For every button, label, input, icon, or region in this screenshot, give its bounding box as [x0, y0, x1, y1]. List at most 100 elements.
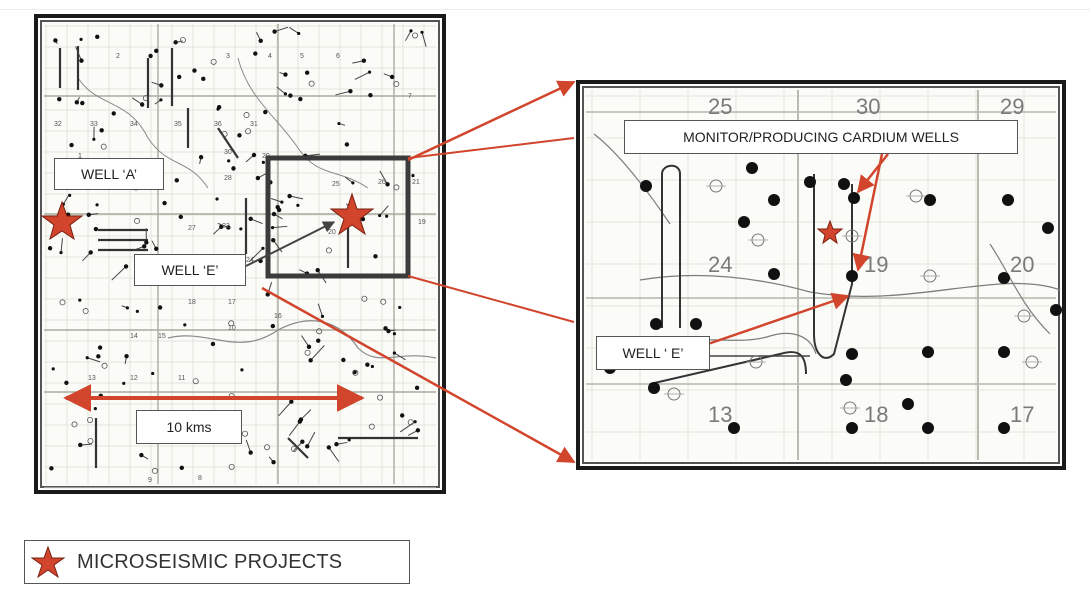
well-dot: [192, 68, 197, 73]
well-dot: [142, 244, 147, 249]
well-dot: [216, 107, 220, 111]
section-number: 31: [250, 121, 258, 128]
section-number: 33: [90, 121, 98, 128]
well-dot: [804, 176, 816, 188]
well-symbol: [133, 217, 140, 224]
well-dot: [154, 48, 159, 54]
well-dot: [123, 264, 129, 269]
well-dot: [144, 240, 149, 245]
well-dot: [47, 246, 53, 251]
top-divider: [0, 9, 1090, 10]
well-dot: [378, 213, 382, 218]
well-symbol: [228, 393, 235, 400]
road-line: [989, 243, 1051, 335]
well-dot: [74, 100, 79, 105]
well-dot: [92, 137, 96, 141]
section-number: 21: [412, 179, 420, 186]
well-path: [245, 439, 252, 453]
well-dot: [263, 109, 268, 115]
well-dot: [68, 193, 72, 197]
section-number: 28: [224, 175, 232, 182]
label-scale: 10 kms: [136, 410, 242, 444]
section-number: 18: [188, 299, 196, 306]
well-dot: [385, 214, 389, 218]
well-dot: [998, 346, 1010, 358]
well-dot: [383, 326, 388, 331]
well-dot: [738, 216, 750, 228]
well-path: [288, 26, 299, 34]
well-dot: [648, 382, 660, 394]
star-icon: [25, 541, 71, 583]
well-symbol: [87, 416, 94, 423]
well-dot: [159, 98, 163, 102]
well-dot: [271, 211, 277, 217]
well-symbol: [71, 421, 78, 428]
well-dot: [303, 153, 308, 159]
well-path: [272, 225, 288, 229]
well-symbol: [242, 430, 249, 437]
well-dot: [261, 160, 265, 164]
label-well-e: WELL ‘E’: [134, 254, 246, 286]
well-dot: [79, 37, 83, 42]
well-symbol: [325, 247, 332, 254]
well-dot: [53, 38, 58, 43]
well-dot: [768, 194, 780, 206]
well-dot: [98, 393, 103, 399]
well-dot: [65, 212, 71, 217]
well-dot: [326, 445, 332, 450]
well-symbol: [100, 143, 107, 150]
well-trajectory: [661, 164, 681, 328]
well-symbol: [210, 58, 217, 65]
well-dot: [298, 96, 303, 102]
well-dot: [392, 351, 396, 355]
well-dot: [398, 305, 402, 310]
well-dot: [154, 246, 159, 251]
section-number: 1: [78, 153, 82, 160]
well-dot: [341, 357, 346, 363]
well-symbol: [228, 320, 235, 327]
well-symbol: [304, 349, 311, 356]
well-dot: [361, 58, 367, 63]
well-dot: [848, 192, 860, 204]
well-dot: [173, 40, 178, 45]
well-dot: [97, 345, 103, 350]
well-dot: [139, 452, 144, 458]
well-dot: [334, 441, 339, 447]
section-number: 20: [1010, 252, 1034, 277]
well-dot: [308, 358, 313, 363]
well-path: [421, 32, 427, 47]
section-number: 20: [328, 229, 336, 236]
well-path: [274, 26, 289, 33]
section-number: 7: [408, 93, 412, 100]
section-number: 26: [378, 179, 386, 186]
well-symbol: [179, 37, 186, 44]
well-dot: [69, 142, 74, 148]
well-dot: [411, 173, 415, 178]
well-dot: [271, 237, 276, 243]
well-dot: [838, 178, 850, 190]
section-number: 25: [708, 94, 732, 119]
well-dot: [258, 38, 263, 43]
well-dot: [902, 398, 914, 410]
well-dot: [353, 213, 357, 217]
well-dot: [846, 270, 858, 282]
well-dot: [111, 111, 116, 116]
well-symbol: [264, 444, 271, 451]
well-dot: [846, 422, 858, 434]
well-path: [404, 30, 412, 41]
well-dot: [373, 254, 378, 259]
section-number: 17: [1010, 402, 1034, 427]
well-dot: [57, 96, 62, 102]
well-path: [335, 90, 351, 96]
well-dot: [49, 466, 54, 471]
well-dot: [148, 53, 153, 59]
well-dot: [368, 93, 373, 98]
well-dot: [640, 180, 652, 192]
well-dot: [174, 178, 179, 183]
well-trajectory: [813, 174, 853, 359]
well-dot: [1042, 222, 1054, 234]
well-dot: [85, 356, 89, 360]
well-trajectory: [217, 127, 239, 159]
well-symbol: [221, 131, 228, 138]
well-dot: [93, 226, 99, 232]
